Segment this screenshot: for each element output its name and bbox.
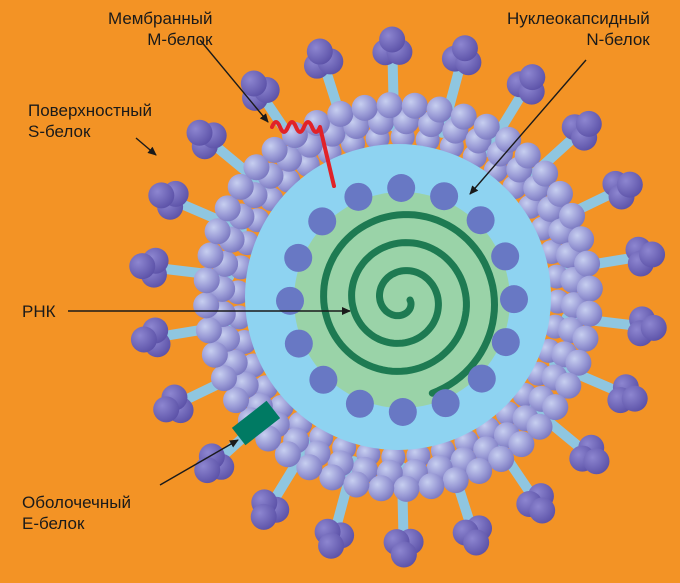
envelope-bead — [402, 93, 428, 119]
envelope-bead — [393, 476, 419, 502]
envelope-bead — [565, 350, 591, 376]
nucleoprotein — [432, 389, 460, 417]
nucleoprotein — [491, 242, 519, 270]
envelope-bead — [576, 301, 602, 327]
envelope-bead — [352, 95, 378, 121]
envelope-bead — [194, 267, 220, 293]
nucleocapsid-label-line2: N-белок — [507, 29, 650, 50]
nucleoprotein — [308, 207, 336, 235]
surface-label-line1: Поверхностный — [28, 100, 152, 121]
membrane-label-line2: M-белок — [108, 29, 212, 50]
nucleoprotein — [285, 330, 313, 358]
nucleoprotein — [344, 183, 372, 211]
envelope-bead — [368, 475, 394, 501]
membrane-protein-label: Мембранный M-белок — [108, 8, 212, 50]
envelope-bead — [547, 181, 573, 207]
rna-label: РНК — [22, 301, 56, 322]
nucleoprotein — [430, 182, 458, 210]
envelope-label-line1: Оболочечный — [22, 492, 131, 513]
envelope-bead — [443, 467, 469, 493]
envelope-bead — [193, 292, 219, 318]
nucleocapsid-label-line1: Нуклеокапсидный — [507, 8, 650, 29]
nucleoprotein — [346, 390, 374, 418]
envelope-bead — [418, 473, 444, 499]
envelope-bead — [488, 446, 514, 472]
envelope-bead — [427, 97, 453, 123]
nucleoprotein — [284, 244, 312, 272]
envelope-bead — [568, 226, 594, 252]
nucleoprotein — [468, 365, 496, 393]
envelope-bead — [196, 317, 222, 343]
envelope-bead — [223, 387, 249, 413]
envelope-bead — [559, 203, 585, 229]
envelope-bead — [198, 242, 224, 268]
envelope-label-line2: E-белок — [22, 513, 131, 534]
nucleoprotein — [389, 398, 417, 426]
envelope-bead — [205, 218, 231, 244]
nucleoprotein — [309, 366, 337, 394]
envelope-bead — [377, 92, 403, 118]
envelope-bead — [574, 251, 600, 277]
nucleoprotein — [492, 328, 520, 356]
envelope-bead — [451, 104, 477, 130]
membrane-label-line1: Мембранный — [108, 8, 212, 29]
envelope-bead — [466, 458, 492, 484]
nucleoprotein — [387, 174, 415, 202]
nucleoprotein — [500, 285, 528, 313]
surface-label-line2: S-белок — [28, 121, 152, 142]
envelope-protein-label: Оболочечный E-белок — [22, 492, 131, 534]
envelope-bead — [202, 342, 228, 368]
envelope-bead — [319, 464, 345, 490]
envelope-bead — [572, 326, 598, 352]
nucleoprotein — [467, 206, 495, 234]
envelope-bead — [211, 365, 237, 391]
nucleocapsid-protein-label: Нуклеокапсидный N-белок — [507, 8, 650, 50]
envelope-bead — [327, 101, 353, 127]
envelope-bead — [577, 276, 603, 302]
surface-protein-label: Поверхностный S-белок — [28, 100, 152, 142]
envelope-bead — [343, 471, 369, 497]
